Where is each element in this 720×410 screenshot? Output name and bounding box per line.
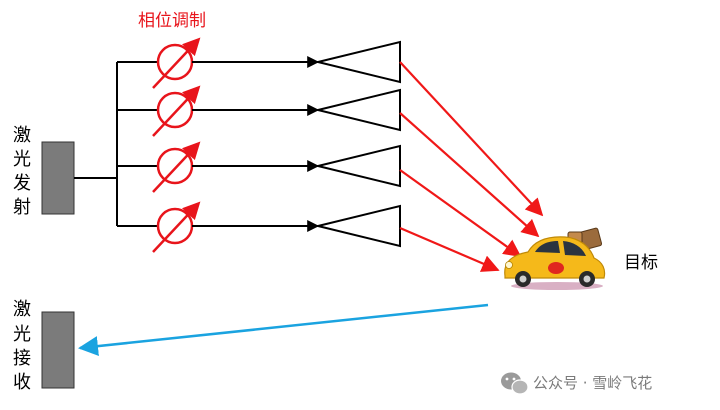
laser-receive-char-2: 光 [13, 324, 31, 345]
target-label: 目标 [624, 253, 658, 273]
emitted-beam-3 [399, 169, 522, 258]
laser-receiver-block [41, 311, 75, 389]
emitted-beam-1 [399, 61, 544, 217]
wechat-icon [501, 372, 529, 395]
laser-emit-char-4: 射 [13, 197, 31, 218]
amplifier-triangle-icon-2 [317, 88, 401, 132]
amplifier-triangle-icon-4 [317, 204, 401, 248]
amplifier-triangle-icon-1 [317, 40, 401, 84]
phase-arrow-3 [152, 141, 201, 193]
watermark-text: 公众号 · 雪岭飞花 [533, 374, 652, 392]
branch-group [117, 37, 544, 272]
phase-arrow-1 [152, 37, 201, 89]
emitted-beam-4 [399, 226, 500, 272]
phase-modulation-label: 相位调制 [138, 11, 206, 31]
laser-emitter-block [41, 141, 75, 215]
laser-emit-char-1: 激 [13, 125, 31, 146]
laser-emit-char-2: 光 [13, 149, 31, 170]
car-icon [504, 227, 606, 290]
laser-receive-char-3: 接 [13, 348, 31, 369]
laser-receive-char-1: 激 [13, 299, 31, 320]
laser-emit-char-3: 发 [13, 173, 31, 194]
phase-arrow-2 [152, 85, 201, 137]
amplifier-triangle-icon-3 [317, 144, 401, 188]
phase-arrow-4 [152, 201, 201, 253]
return-beam [78, 303, 489, 357]
laser-receive-char-4: 收 [13, 372, 31, 393]
emitted-beam-2 [399, 112, 540, 238]
